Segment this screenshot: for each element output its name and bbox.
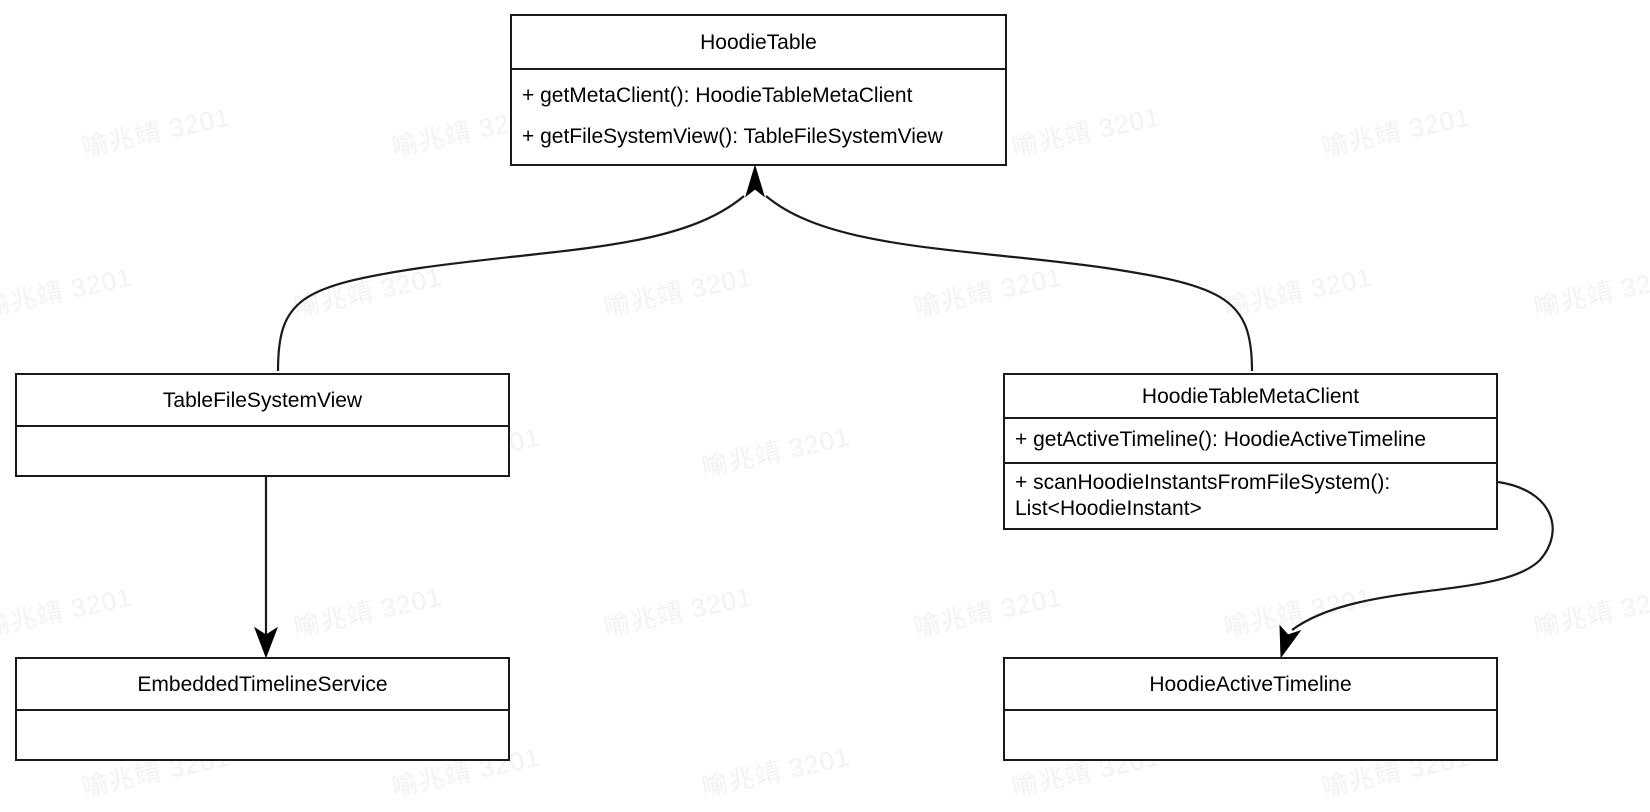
watermark-text: 喻兆靖 3201 [601,261,756,323]
watermark-text: 喻兆靖 3201 [0,261,136,323]
watermark-text: 喻兆靖 3201 [699,741,854,803]
class-members-hoodie-table-meta-client-1: + getActiveTimeline(): HoodieActiveTimel… [1005,417,1496,461]
arrowhead-into-hoodieactivetimeline [1279,624,1302,659]
class-name-hoodie-table-meta-client: HoodieTableMetaClient [1141,384,1360,408]
watermark-text: 喻兆靖 3201 [601,581,756,643]
class-members-hoodie-active-timeline [1005,709,1496,759]
watermark-text: 喻兆靖 3201 [291,261,446,323]
class-member: + getMetaClient(): HoodieTableMetaClient [522,84,913,108]
class-member: + getActiveTimeline(): HoodieActiveTimel… [1015,428,1427,452]
class-member: + getFileSystemView(): TableFileSystemVi… [522,125,943,149]
watermark-text: 喻兆靖 3201 [1531,581,1650,643]
class-box-table-file-system-view[interactable]: TableFileSystemView [15,373,510,477]
arrowhead-into-hoodietable [745,164,765,198]
edge-hoodietablemetaclient-to-hoodietable [765,195,1254,372]
watermark-text: 喻兆靖 3201 [911,261,1066,323]
watermark-text: 喻兆靖 3201 [291,581,446,643]
watermark-text: 喻兆靖 3201 [0,581,136,643]
watermark-text: 喻兆靖 3201 [1531,261,1650,323]
watermark-text: 喻兆靖 3201 [79,101,234,163]
class-name-embedded-timeline-service: EmbeddedTimelineService [137,672,388,696]
class-members-table-file-system-view [17,425,508,475]
watermark-text: 喻兆靖 3201 [911,581,1066,643]
class-name-hoodie-table: HoodieTable [700,30,817,54]
class-name-table-file-system-view: TableFileSystemView [162,388,363,412]
edge-tablefilesystemview-to-hoodietable [276,195,745,372]
class-members-hoodie-table: + getMetaClient(): HoodieTableMetaClient… [512,68,1005,164]
arrowhead-into-embeddedtimelineservice [253,626,279,659]
class-box-hoodie-active-timeline[interactable]: HoodieActiveTimeline [1003,657,1498,761]
watermark-text: 喻兆靖 3201 [1221,581,1376,643]
class-box-embedded-timeline-service[interactable]: EmbeddedTimelineService [15,657,510,761]
class-members-hoodie-table-meta-client-2: + scanHoodieInstantsFromFileSystem(): Li… [1005,461,1496,529]
class-box-hoodie-table[interactable]: HoodieTable + getMetaClient(): HoodieTab… [510,14,1007,166]
watermark-text: 喻兆靖 3201 [699,421,854,483]
class-name-hoodie-active-timeline: HoodieActiveTimeline [1149,672,1352,696]
class-box-hoodie-table-meta-client[interactable]: HoodieTableMetaClient + getActiveTimelin… [1003,373,1498,530]
class-member: + scanHoodieInstantsFromFileSystem(): Li… [1015,470,1391,520]
class-members-embedded-timeline-service [17,709,508,759]
watermark-text: 喻兆靖 3201 [1319,101,1474,163]
watermark-text: 喻兆靖 3201 [1009,101,1164,163]
watermark-text: 喻兆靖 3201 [1221,261,1376,323]
